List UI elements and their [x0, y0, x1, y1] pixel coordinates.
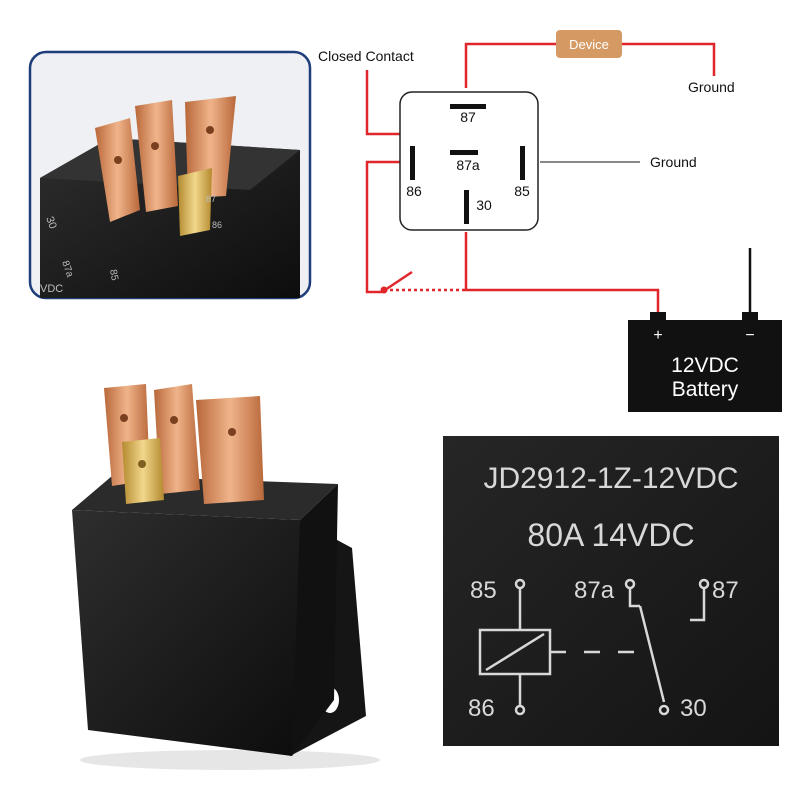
pin-86-label: 86 [406, 183, 422, 199]
plate-pin-87a: 87a [574, 577, 615, 604]
relay-photo-inset: 30 87a 85 87 86 VDC [28, 50, 312, 300]
model-number: JD2912-1Z-12VDC [483, 462, 738, 495]
inset-terminal-hole [151, 142, 159, 150]
terminal-30-bar [464, 190, 469, 224]
battery-plus-label: + [653, 327, 662, 344]
switch-pivot [380, 286, 388, 294]
inset-terminal [135, 100, 178, 212]
device-box [556, 30, 622, 58]
terminal-copper-3 [196, 396, 264, 504]
terminal-brass [122, 438, 164, 504]
plate-coil-diagonal [485, 632, 545, 672]
inset-text-vdc: VDC [40, 283, 63, 295]
wire-86-to-switch [365, 160, 410, 294]
relay-front-face [72, 510, 300, 756]
battery-plus-post [650, 312, 666, 322]
relay-shadow [80, 750, 380, 770]
inset-terminal-hole [206, 126, 214, 134]
terminal-copper-2 [154, 384, 200, 494]
rating-text: 80A 14VDC [527, 517, 694, 553]
terminal-87-bar [450, 104, 486, 109]
battery-voltage-label: 12VDC [671, 354, 739, 377]
inset-terminal-hole [114, 156, 122, 164]
wire-device-to-ground [622, 42, 716, 76]
plate-pin-85: 85 [470, 577, 497, 604]
terminal-hole [228, 428, 236, 436]
terminal-hole [138, 460, 146, 468]
pin-87-label: 87 [460, 109, 476, 125]
battery-minus-post [742, 312, 758, 322]
ground-top-label: Ground [688, 79, 735, 95]
plate-schematic [478, 578, 710, 716]
wire-87-to-device [464, 42, 556, 88]
red-wires [365, 42, 716, 314]
terminal-85-bar [520, 146, 525, 180]
relay-side-face [292, 484, 338, 756]
terminal-hole [170, 416, 178, 424]
wiring-diagram: 87 87a 86 85 30 Device Closed Contact Gr… [318, 30, 782, 412]
terminal-86-bar [410, 146, 415, 180]
plate-node-86 [514, 704, 526, 716]
relay-label-plate: JD2912-1Z-12VDC 80A 14VDC 85 87a 87 86 3… [443, 436, 779, 746]
battery-name-label: Battery [672, 378, 739, 401]
inset-terminal-brass [178, 168, 212, 236]
pin-87a-label: 87a [456, 157, 480, 173]
terminal-hole [120, 414, 128, 422]
relay-terminals [104, 384, 264, 504]
terminal-87a-bar [450, 150, 478, 155]
battery-minus-label: − [745, 327, 754, 344]
plate-wire-87 [690, 588, 706, 622]
relay-photo [72, 384, 380, 770]
plate-pin-30: 30 [680, 695, 707, 722]
inset-text-87: 87 [206, 194, 216, 204]
inset-text-30: 30 [43, 215, 58, 231]
inset-copper-terminals [95, 96, 236, 236]
plate-pin-86: 86 [468, 695, 495, 722]
ground-mid-label: Ground [650, 154, 697, 170]
inset-text-86: 86 [212, 220, 222, 230]
plate-node-30 [658, 704, 670, 716]
plate-switch-arm [638, 605, 666, 703]
plate-pin-87: 87 [712, 577, 739, 604]
label-plate-bg [443, 436, 779, 746]
pin-30-label: 30 [476, 197, 492, 213]
pin-85-label: 85 [514, 183, 530, 199]
battery-body [628, 320, 782, 412]
relay-schematic-box [399, 91, 539, 231]
inset-text-85: 85 [107, 269, 120, 282]
closed-contact-label: Closed Contact [318, 48, 414, 64]
plate-wire-87a [628, 588, 640, 608]
inset-terminal [95, 118, 140, 222]
device-label: Device [569, 37, 609, 52]
wire-30-to-battery [464, 232, 660, 314]
